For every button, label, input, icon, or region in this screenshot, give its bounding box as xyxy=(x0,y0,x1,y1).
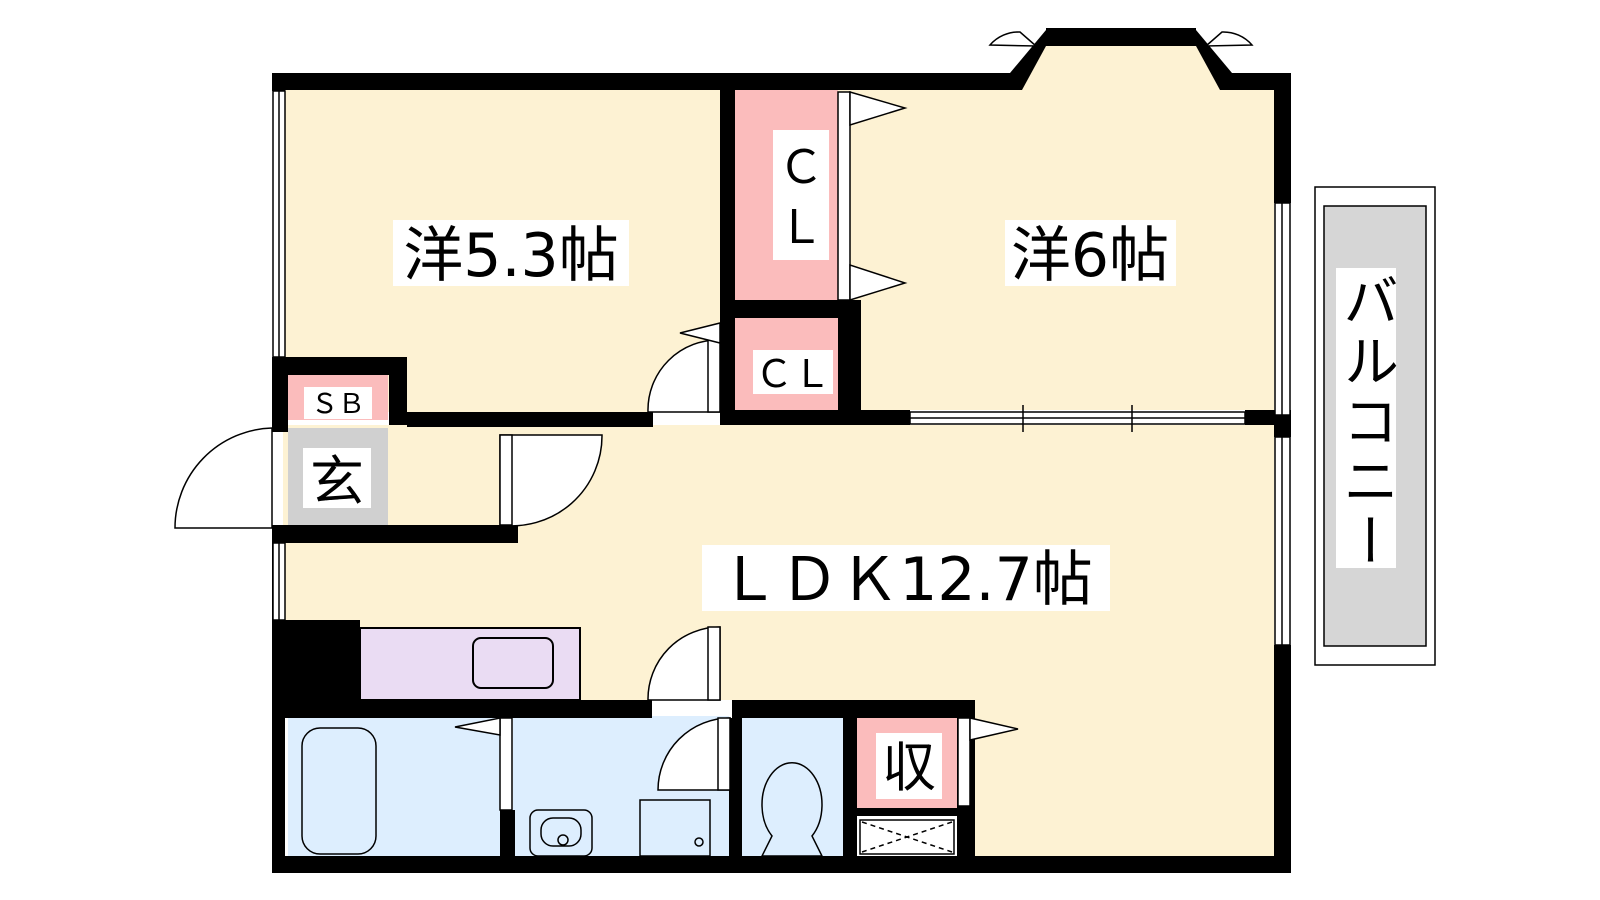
closet-a-label-c: Ｃ xyxy=(778,140,824,194)
hall-door xyxy=(499,434,603,527)
shoe-box-label: ＳＢ xyxy=(311,389,365,420)
label-backgrounds xyxy=(303,130,1396,799)
closet-doors xyxy=(454,91,1019,811)
balcony-label: バルコニー xyxy=(1334,272,1399,572)
room-label-western-a: 洋5.3帖 xyxy=(403,221,618,291)
fixtures xyxy=(301,727,955,857)
toilet xyxy=(760,761,824,857)
room-label-ldk: ＬＤＫ12.7帖 xyxy=(719,545,1093,615)
room-label-western-b: 洋6帖 xyxy=(1011,221,1169,291)
entrance-label: 玄 xyxy=(310,450,364,513)
doors xyxy=(174,322,731,791)
closet-b-label: ＣＬ xyxy=(755,352,831,396)
washbasin xyxy=(529,809,593,857)
labels: 洋5.3帖 洋6帖 ＬＤＫ12.7帖 Ｃ Ｌ ＣＬ ＳＢ 玄 収 バルコニー xyxy=(310,140,1399,799)
windows xyxy=(272,90,1291,646)
room-ldk xyxy=(283,425,1274,862)
entrance-door xyxy=(174,427,273,529)
bathtub xyxy=(301,727,377,855)
storage-label: 収 xyxy=(882,736,936,799)
bay-window-openings xyxy=(988,31,1254,47)
closet-a-label-l: Ｌ xyxy=(778,200,824,254)
closet-b-door-leaf xyxy=(679,322,721,344)
washing-machine xyxy=(639,799,711,857)
kitchen-sink xyxy=(472,637,554,689)
